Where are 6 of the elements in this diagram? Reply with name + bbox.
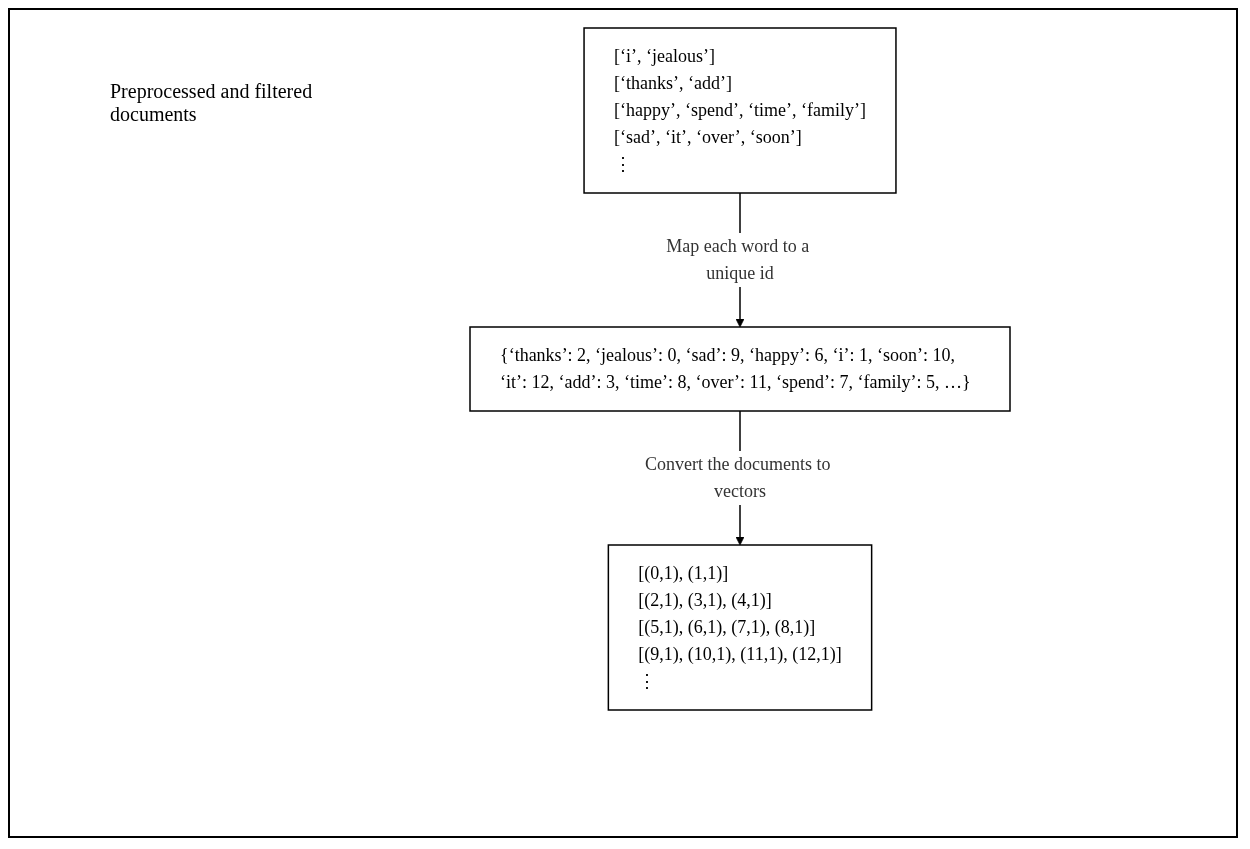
node-box: [‘i’, ‘jealous’] [‘thanks’, ‘add’] [‘happy’, ‘spend’, ‘time’, ‘family’] [‘sad’, ‘it’, ‘over’, ‘soon’] ⋮ — [583, 27, 897, 194]
node-box: {‘thanks’: 2, ‘jealous’: 0, ‘sad’: 9, ‘happy’: 6, ‘i’: 1, ‘soon’: 10, ‘it’: 12, ‘add’: 3, ‘time’: 8, ‘over’: 11, ‘spend’: 7, ‘family’: 5, …} — [469, 326, 1011, 412]
edge-label: Map each word to a unique id — [666, 236, 810, 283]
edge-label: Convert the documents to vectors — [645, 454, 831, 501]
node-box: [(0,1), (1,1)] [(2,1), (3,1), (4,1)] [(5,1), (6,1), (7,1), (8,1)] [(9,1), (10,1), (11,1), (12,1)] ⋮ — [607, 544, 873, 711]
note-text: Preprocessed and filtered documents — [110, 80, 314, 126]
